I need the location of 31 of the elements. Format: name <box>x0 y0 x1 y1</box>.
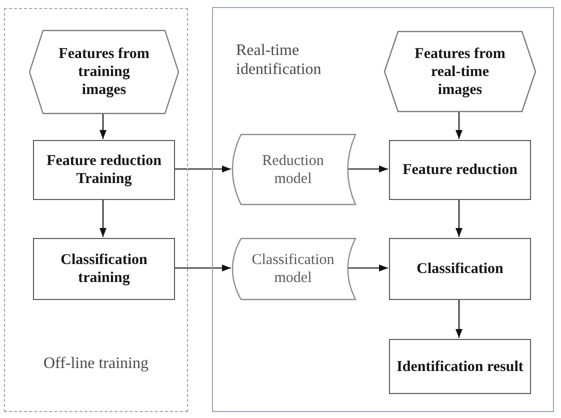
arrow <box>100 113 106 139</box>
arrow <box>347 264 388 272</box>
node-text: Feature reduction Training <box>46 152 162 188</box>
arrow <box>456 299 462 338</box>
process-box <box>33 238 175 300</box>
input-hexagon <box>29 30 179 114</box>
node-text: Classification model <box>250 251 336 287</box>
process-box <box>389 238 531 300</box>
group-frame <box>212 7 554 412</box>
arrow <box>456 111 462 139</box>
node-text: Classification <box>416 260 504 278</box>
node-text: Identification result <box>396 358 524 376</box>
arrow <box>347 166 388 172</box>
group-frame <box>4 8 188 412</box>
node-text: Features from training images <box>58 45 150 99</box>
arrow <box>174 264 231 272</box>
arrow <box>456 199 462 237</box>
group-label: Off-line training <box>42 354 150 373</box>
node-text: Reduction model <box>261 152 325 188</box>
input-hexagon <box>384 31 536 112</box>
stored-data-shape <box>232 134 356 205</box>
stored-data-shape <box>232 238 356 300</box>
process-box <box>389 339 531 394</box>
process-box <box>389 140 531 200</box>
arrow <box>174 166 231 172</box>
node-text: Classification training <box>60 251 148 287</box>
node-text: Feature reduction <box>402 161 518 179</box>
node-text: Features from real-time images <box>414 44 506 98</box>
arrow <box>100 199 106 237</box>
process-box <box>33 140 175 200</box>
group-label: Real-time identification <box>236 41 322 79</box>
